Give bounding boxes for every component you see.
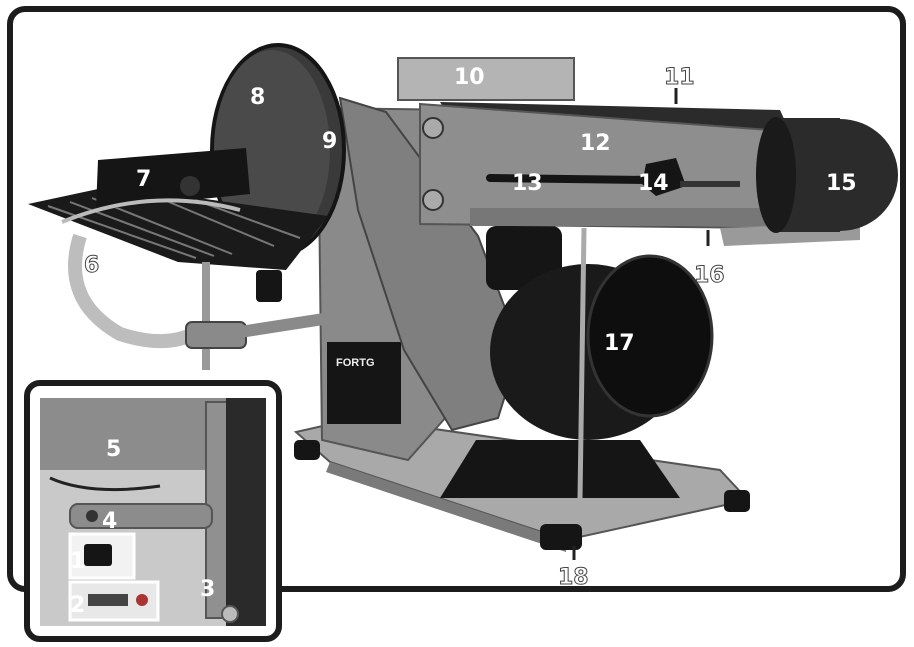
- inset-housing: [40, 398, 230, 470]
- callout-1: 1: [70, 549, 85, 574]
- top-pad: [397, 57, 575, 101]
- label-plate: [327, 342, 401, 424]
- callout-12: 12: [580, 131, 611, 156]
- brand-label: FORTG: [336, 357, 375, 369]
- callout-9: 9: [322, 129, 337, 154]
- inset-illustration: 5 4 1 2 3: [40, 398, 266, 626]
- miter-gauge: [96, 148, 250, 210]
- callout-2: 2: [70, 593, 85, 618]
- tilt-bracket: [68, 233, 204, 349]
- callout-10: 10: [454, 65, 485, 90]
- foot-front: [540, 524, 582, 550]
- callout-11: 11: [664, 65, 695, 90]
- callout-17: 17: [604, 331, 635, 356]
- motor-stand: [440, 440, 680, 498]
- callout-16: 16: [694, 263, 725, 288]
- callout-7: 7: [136, 167, 151, 192]
- callout-5: 5: [106, 437, 121, 462]
- foot-right: [724, 490, 750, 512]
- callout-13: 13: [512, 171, 543, 196]
- power-switch: [84, 544, 112, 566]
- belt-cover: [338, 96, 522, 432]
- detail-inset: 5 4 1 2 3: [24, 380, 282, 642]
- foot-left: [294, 440, 320, 460]
- callout-4: 4: [102, 509, 117, 534]
- callout-8: 8: [250, 85, 265, 110]
- tension-lever: [486, 174, 654, 184]
- callout-6: 6: [84, 253, 99, 278]
- callout-18: 18: [558, 565, 589, 590]
- belt-bottom-bar: [470, 208, 770, 226]
- tension-knob: [642, 158, 686, 196]
- support-rod: [577, 227, 587, 499]
- callout-15: 15: [826, 171, 857, 196]
- callout-14: 14: [638, 171, 669, 196]
- inset-arm: [69, 503, 213, 529]
- miter-arc: [61, 198, 241, 224]
- callout-3: 3: [200, 577, 215, 602]
